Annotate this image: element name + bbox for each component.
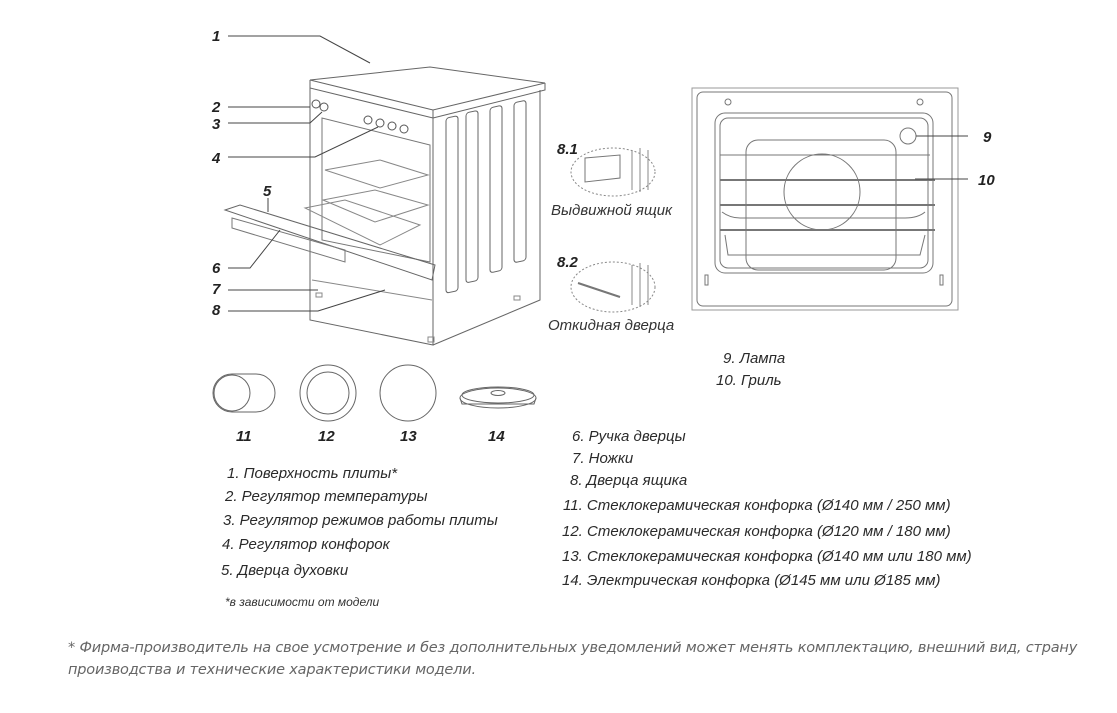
legend-item: 2. Регулятор температуры <box>225 488 428 505</box>
burner-label-14: 14 <box>488 428 505 445</box>
legend-item: 13. Стеклокерамическая конфорка (Ø140 мм… <box>562 548 972 565</box>
burner-14-icon <box>459 386 537 409</box>
drawer-caption: Выдвижной ящик <box>551 202 673 219</box>
stove-illustration <box>223 66 546 346</box>
legend-item: 1. Поверхность плиты* <box>227 465 398 482</box>
callout-10: 10 <box>978 172 995 189</box>
callout-5: 5 <box>263 183 272 200</box>
burner-label-11: 11 <box>236 428 252 445</box>
burner-12-icon <box>299 364 357 422</box>
callout-leaders <box>228 35 386 312</box>
legend-item: 4. Регулятор конфорок <box>222 536 390 553</box>
hinged-door-caption: Откидная дверца <box>548 317 675 334</box>
burner-label-12: 12 <box>318 428 335 445</box>
hinged-door-inset <box>570 261 656 313</box>
lamp-icon <box>899 127 917 145</box>
oven-legend-item: 10. Гриль <box>716 372 782 389</box>
callout-1: 1 <box>212 28 221 45</box>
callout-8-1: 8.1 <box>557 141 578 158</box>
legend-item: 6. Ручка дверцы <box>572 428 686 445</box>
callout-7: 7 <box>212 281 221 298</box>
callout-2: 2 <box>212 99 221 116</box>
legend-item: 8. Дверца ящика <box>570 472 688 489</box>
callout-8-2: 8.2 <box>557 254 578 271</box>
legend-item: 11. Стеклокерамическая конфорка (Ø140 мм… <box>563 497 951 514</box>
oven-legend-item: 9. Лампа <box>723 350 786 367</box>
legend-item: 12. Стеклокерамическая конфорка (Ø120 мм… <box>562 523 951 540</box>
callout-8: 8 <box>212 302 221 319</box>
drawer-inset <box>570 147 656 197</box>
model-note: *в зависимости от модели <box>225 595 380 609</box>
burner-11-icon <box>212 373 276 413</box>
callout-9: 9 <box>983 129 992 146</box>
legend-item: 7. Ножки <box>572 450 634 467</box>
callout-3: 3 <box>212 116 221 133</box>
oven-front-view <box>691 87 968 311</box>
callout-4: 4 <box>212 150 221 167</box>
callout-6: 6 <box>212 260 221 277</box>
disclaimer-footnote: * Фирма-производитель на свое усмотрение… <box>68 640 1078 678</box>
legend-item: 5. Дверца духовки <box>221 562 349 579</box>
legend-item: 3. Регулятор режимов работы плиты <box>223 512 498 529</box>
burner-13-icon <box>379 364 437 422</box>
knob-icon <box>311 99 409 134</box>
legend-item: 14. Электрическая конфорка (Ø145 мм или … <box>562 572 941 589</box>
burner-label-13: 13 <box>400 428 417 445</box>
